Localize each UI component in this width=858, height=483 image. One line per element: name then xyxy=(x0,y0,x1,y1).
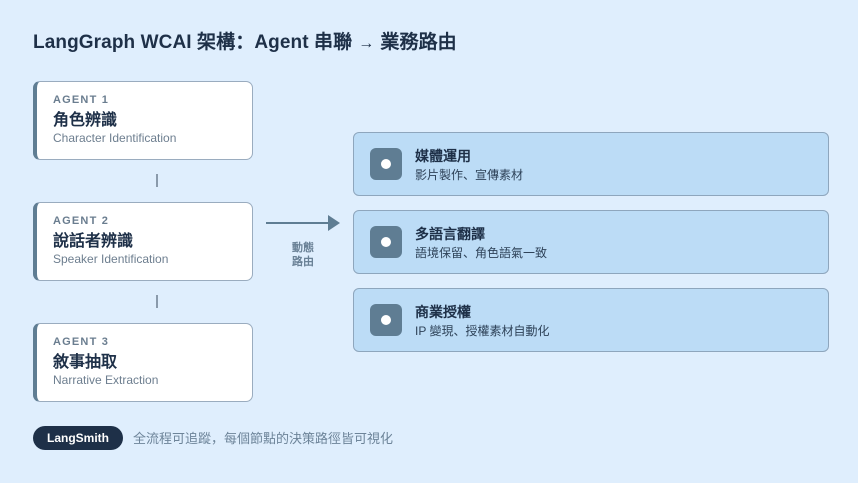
business-title: 多語言翻譯 xyxy=(415,226,485,242)
dot xyxy=(381,159,391,169)
agent-name: 角色辨識 xyxy=(53,112,118,129)
dot xyxy=(381,237,391,247)
routing-label: 動態 路由 xyxy=(283,241,323,269)
dot xyxy=(381,315,391,325)
arrow-shaft xyxy=(266,222,329,224)
title-suffix: 業務路由 xyxy=(380,32,457,53)
title-prefix: LangGraph WCAI 架構：Agent 串聯 xyxy=(33,32,353,53)
routing-arrow-icon xyxy=(266,215,341,231)
arrow-right-icon: → xyxy=(358,35,375,52)
agent-name-en: Speaker Identification xyxy=(53,252,169,266)
langsmith-badge: LangSmith xyxy=(33,426,123,450)
agent-tag: AGENT 3 xyxy=(53,336,110,348)
agent-name: 說話者辨識 xyxy=(53,233,134,250)
dot-icon xyxy=(370,304,402,336)
business-card-licensing: 商業授權 IP 變現、授權素材自動化 xyxy=(353,288,829,352)
agent-tag: AGENT 2 xyxy=(53,215,110,227)
dot-icon xyxy=(370,148,402,180)
agent-tag: AGENT 1 xyxy=(53,94,110,106)
agent-name-en: Narrative Extraction xyxy=(53,373,159,387)
agent-card-2: AGENT 2 說話者辨識 Speaker Identification xyxy=(33,202,253,281)
connector-line-1 xyxy=(156,174,158,187)
agent-name: 敘事抽取 xyxy=(53,354,118,371)
agent-card-1: AGENT 1 角色辨識 Character Identification xyxy=(33,81,253,160)
routing-label-line1: 動態 xyxy=(292,242,314,254)
routing-label-line2: 路由 xyxy=(292,256,314,268)
business-title: 媒體運用 xyxy=(415,148,471,164)
business-title: 商業授權 xyxy=(415,304,471,320)
business-card-media: 媒體運用 影片製作、宣傳素材 xyxy=(353,132,829,196)
agent-card-3: AGENT 3 敘事抽取 Narrative Extraction xyxy=(33,323,253,402)
arrow-head xyxy=(328,215,340,231)
business-card-translation: 多語言翻譯 語境保留、角色語氣一致 xyxy=(353,210,829,274)
business-subtitle: 影片製作、宣傳素材 xyxy=(415,168,524,182)
footer-text: 全流程可追蹤，每個節點的決策路徑皆可視化 xyxy=(133,431,394,446)
connector-line-2 xyxy=(156,295,158,308)
agent-name-en: Character Identification xyxy=(53,131,177,145)
dot-icon xyxy=(370,226,402,258)
business-subtitle: IP 變現、授權素材自動化 xyxy=(415,324,550,338)
business-subtitle: 語境保留、角色語氣一致 xyxy=(415,246,548,260)
page-title: LangGraph WCAI 架構：Agent 串聯 → 業務路由 xyxy=(33,27,457,54)
